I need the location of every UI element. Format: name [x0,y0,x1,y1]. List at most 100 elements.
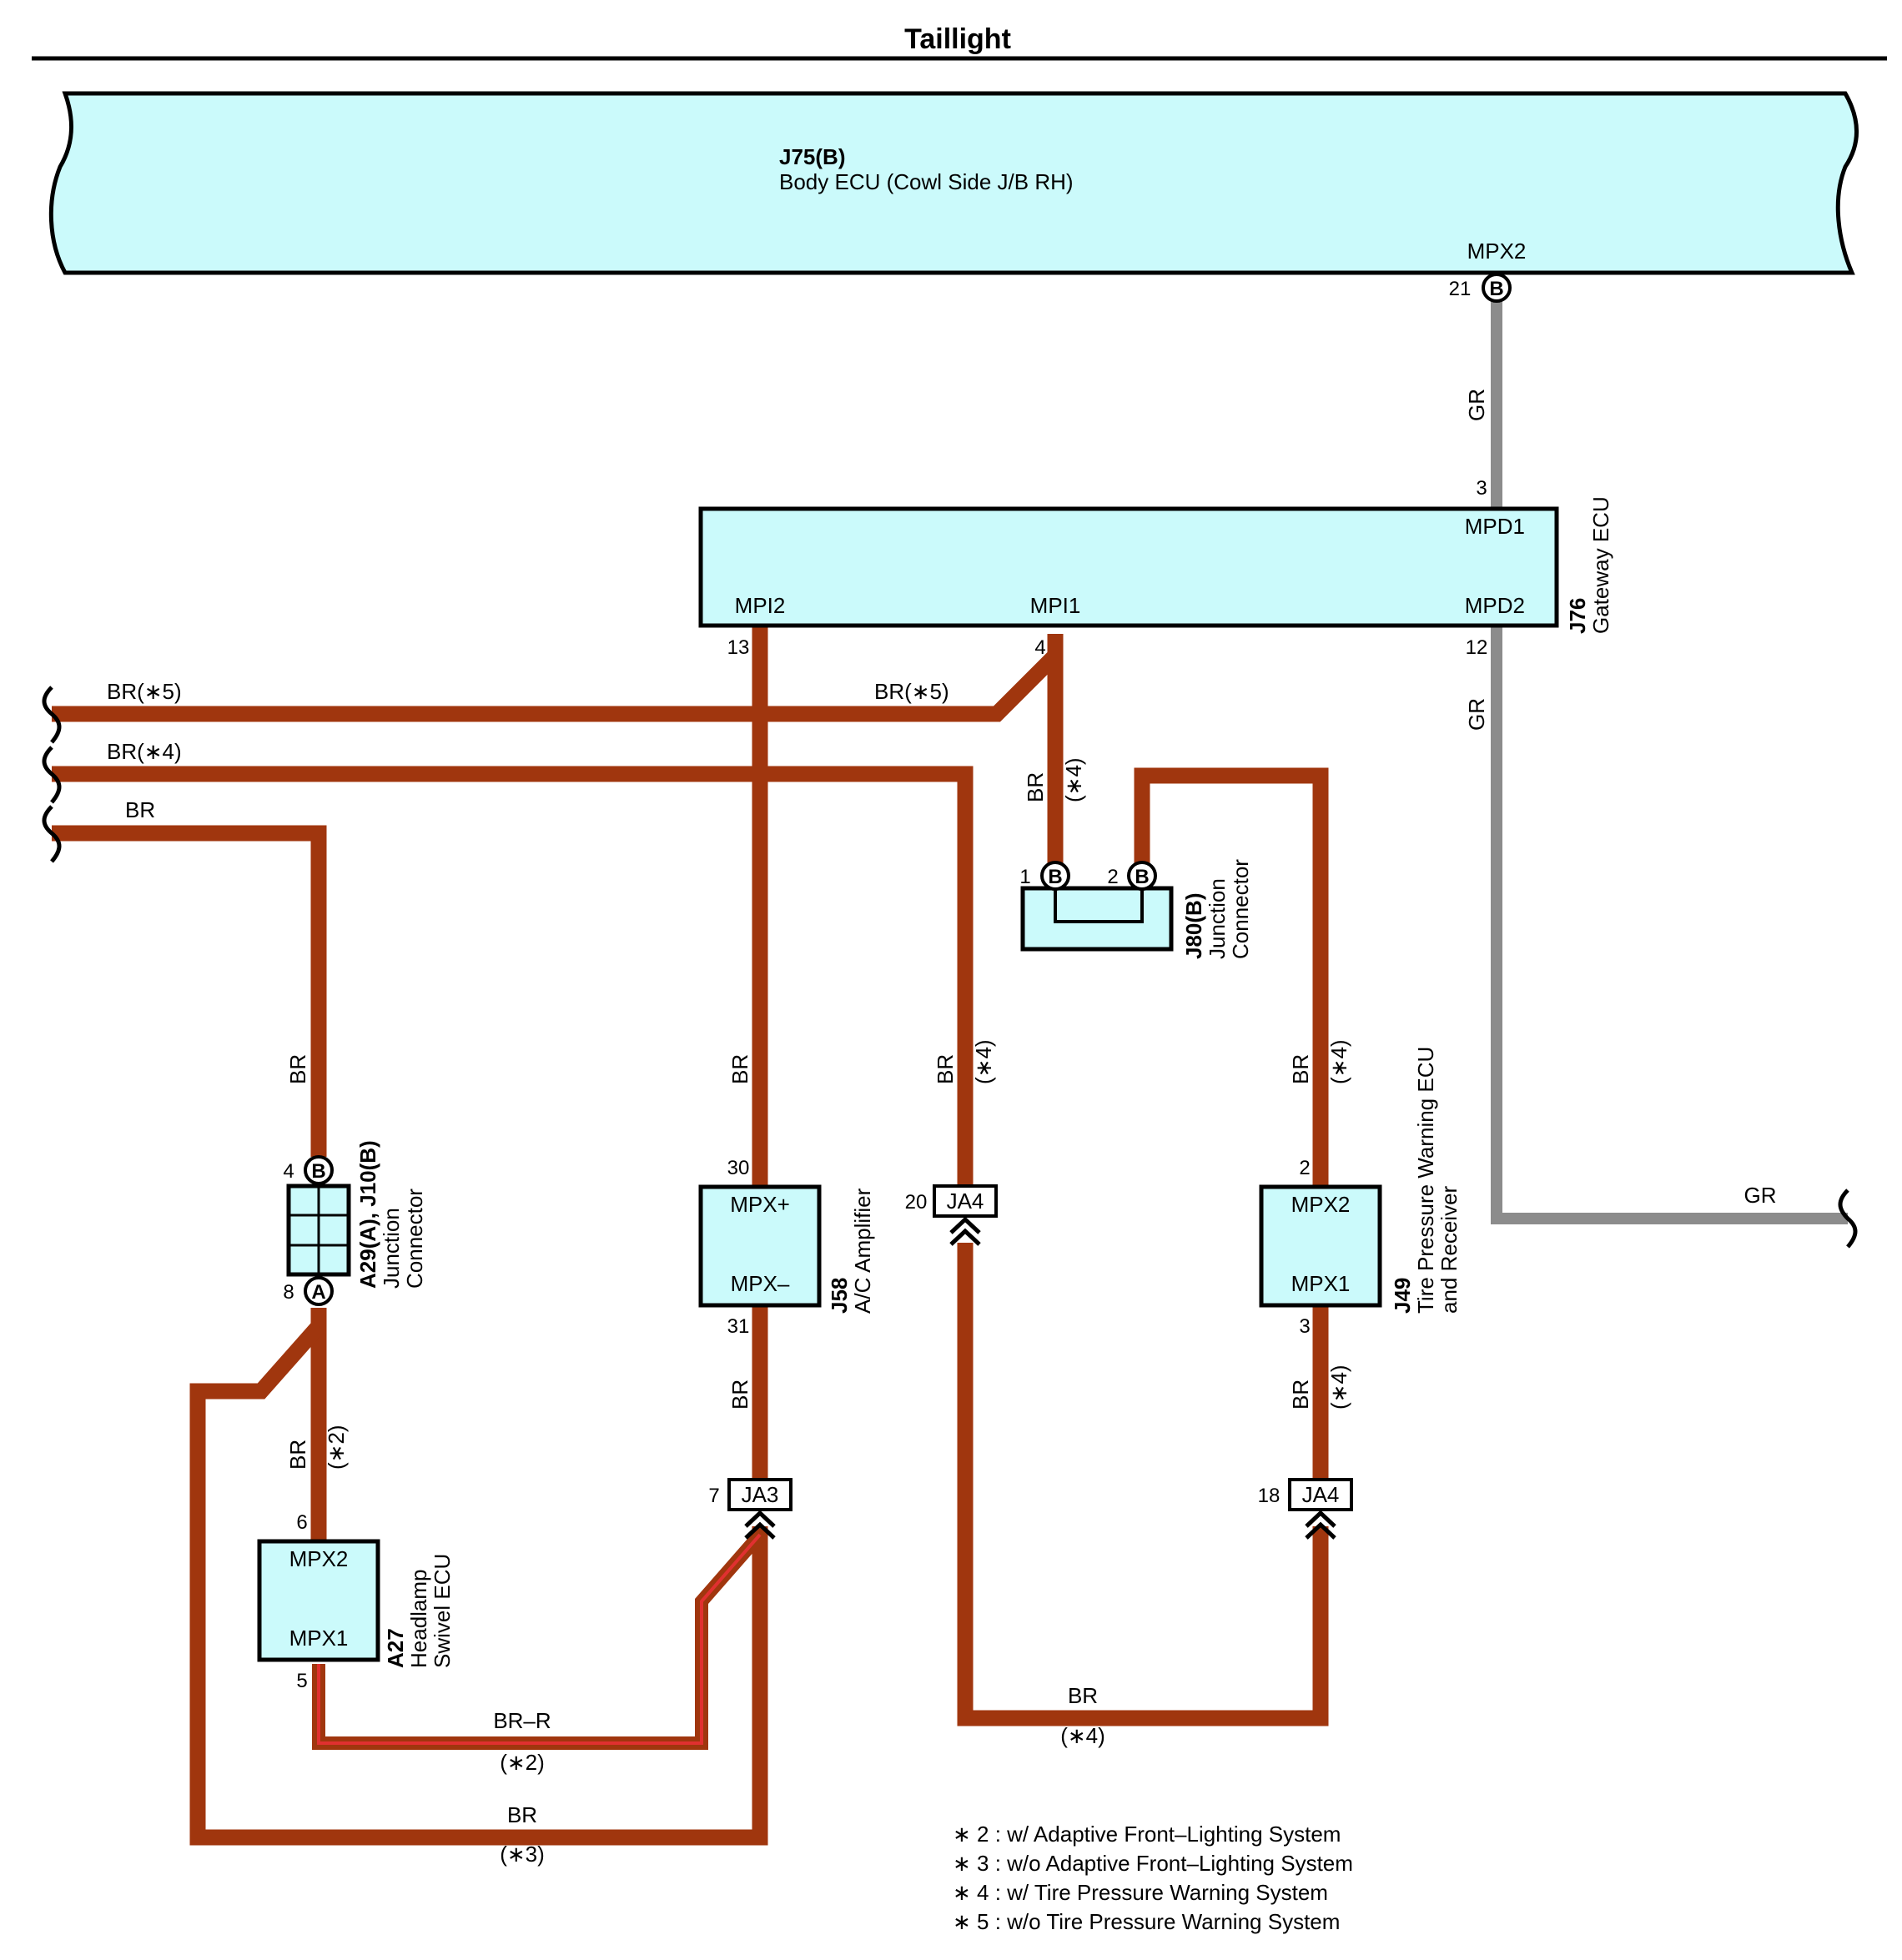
a27-line2: Swivel ECU [430,1554,455,1668]
gateway-mpi2-pin: 13 [727,636,750,659]
page-title: Taillight [904,23,1011,55]
br-bottom-right-label: BR [1068,1683,1098,1708]
br4-left-label: BR(∗4) [107,739,182,764]
j49-ecu-box [1259,1184,1382,1308]
ja3-chevron-1 [744,1510,776,1528]
ja4-top-pin: 20 [905,1191,928,1214]
ja3-code: JA3 [742,1482,779,1507]
a27-mpx1: MPX1 [289,1626,349,1651]
j80-pin2-connector [1127,861,1157,891]
j58-mpx-minus: MPX– [731,1271,790,1296]
ja4-bottom-code: JA4 [1302,1482,1340,1507]
j49-line2: and Receiver [1437,1185,1462,1314]
gateway-ecu-name: Gateway ECU [1588,496,1613,634]
body-ecu-name: Body ECU (Cowl Side J/B RH) [779,169,1074,194]
br-wire-left [52,825,327,1157]
j80-line2: Connector [1228,859,1253,959]
ja4-bottom-pin: 18 [1258,1485,1281,1507]
a27-line1: Headlamp [406,1569,431,1668]
a29-top-conn-label: B [311,1160,325,1183]
j49-pin-mpx2: 2 [1299,1157,1310,1179]
gateway-ecu-code: J76 [1565,598,1590,634]
j80-connector-box [1020,886,1174,952]
j80-internal-link [1054,876,1144,923]
j58-name: A/C Amplifier [850,1188,875,1314]
br-j58-bot-label: BR [727,1380,752,1410]
j49-pin-mpx1: 3 [1299,1315,1310,1338]
j80-pin1-conn-label: B [1048,866,1062,888]
gr-top-label: GR [1464,389,1489,421]
j49-mpx1: MPX1 [1291,1271,1351,1296]
ja4-top-chevron-2 [949,1228,981,1246]
note-5: ∗ 5 : w/o Tire Pressure Warning System [953,1909,1340,1934]
j49-line1: Tire Pressure Warning ECU [1413,1047,1438,1314]
note-3: ∗ 3 : w/o Adaptive Front–Lighting System [953,1851,1353,1876]
a29-code: A29(A), J10(B) [355,1140,380,1289]
br-wire-a29-loop [189,1320,768,1846]
n4-mpi1-label: (∗4) [1061,757,1086,802]
j58-ecu-box [698,1184,822,1308]
br5-left-label: BR(∗5) [107,679,182,704]
br-j49-top-label: BR [1288,1054,1313,1084]
j49-code: J49 [1390,1278,1415,1314]
j58-pin-plus: 30 [727,1157,750,1179]
a29-bottom-conn-label: A [311,1281,325,1304]
note-2: ∗ 2 : w/ Adaptive Front–Lighting System [953,1822,1341,1847]
j58-pin-minus: 31 [727,1315,750,1338]
n2-br-r-label: (∗2) [500,1750,545,1775]
body-ecu-connector-label: B [1489,278,1503,300]
br5-mid-label: BR(∗5) [874,679,949,704]
n4-ja4-label: (∗4) [971,1039,996,1084]
br-mpi1-label: BR [1023,772,1048,802]
ja4-top-chevron-1 [949,1216,981,1234]
a29-line1: Junction [379,1208,404,1289]
br-break-icon [42,805,62,863]
ja3-chevron-2 [744,1521,776,1540]
br-wire-j80-j49 [1134,767,1329,1187]
gr-mid-label: GR [1464,698,1489,731]
n4-j49-top-label: (∗4) [1326,1039,1351,1084]
gr-wire-gateway-out [1491,626,1848,1224]
n4-bottom-right-label: (∗4) [1060,1723,1105,1748]
j80-code: J80(B) [1181,893,1206,959]
a27-mpx2: MPX2 [289,1546,349,1571]
a29-line2: Connector [402,1189,427,1289]
body-ecu-box [48,91,1859,275]
j58-mpx-plus: MPX+ [730,1192,790,1217]
a29-pin-top: 4 [283,1160,294,1183]
br-j49-bot-label: BR [1288,1380,1313,1410]
ja4-bottom-box [1288,1478,1353,1511]
n3-bottom-label: (∗3) [500,1842,545,1867]
br-wire-ja4-loop [957,1243,1329,1726]
ja4-top-box [933,1184,998,1218]
br-j58-top-label: BR [727,1054,752,1084]
gateway-mpd2-pin: 12 [1466,636,1488,659]
br-ja4-label: BR [933,1054,958,1084]
a27-pin-mpx2: 6 [296,1511,307,1534]
ja4-bottom-chevron-1 [1305,1510,1336,1528]
gateway-mpi1: MPI1 [1030,593,1081,618]
j80-pin1: 1 [1019,866,1030,888]
gateway-mpi1-pin: 4 [1034,636,1045,659]
body-ecu-connector-b [1482,273,1512,303]
br-left-label: BR [125,797,155,822]
gr-right-label: GR [1744,1183,1777,1208]
br4-wire [52,766,974,1201]
j80-pin2: 2 [1107,866,1118,888]
br-r-label: BR–R [493,1708,551,1733]
br5-break-icon [42,686,62,744]
j49-mpx2: MPX2 [1291,1192,1351,1217]
ja3-box [727,1478,792,1511]
br4-break-icon [42,746,62,804]
gateway-ecu-box [698,506,1559,628]
a27-pin-mpx1: 5 [296,1670,307,1692]
note-4: ∗ 4 : w/ Tire Pressure Warning System [953,1880,1328,1905]
ja4-top-code: JA4 [947,1189,984,1214]
br-a27-label: BR [285,1440,310,1470]
j80-line1: Junction [1205,878,1230,959]
j80-pin1-connector [1040,861,1070,891]
j58-code: J58 [827,1278,852,1314]
body-ecu-terminal: MPX2 [1467,239,1527,264]
a27-ecu-box [257,1539,380,1662]
